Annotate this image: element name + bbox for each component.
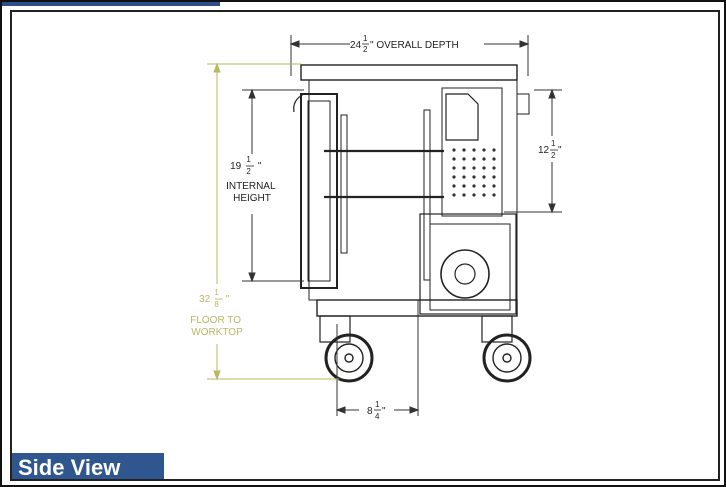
grille-dot: [482, 157, 486, 161]
grille-dot: [482, 193, 486, 197]
evaporator-coil: [445, 93, 479, 141]
worktop-height-dimension: [207, 62, 339, 381]
grille-dot: [492, 175, 496, 179]
caster-mount-front: [319, 315, 351, 343]
side-view-drawing: 24 1 2 " OVERALL DEPTH 19 1 2 " INTERNAL…: [190, 33, 562, 422]
caster-wheel-front: [324, 333, 374, 383]
internal-height-label: 19 1 2 " INTERNAL HEIGHT: [226, 154, 278, 204]
bottom-dimension-label: 8 1 4 ": [367, 399, 386, 422]
shelf-standard-rear: [423, 109, 431, 281]
grille-dot: [492, 148, 496, 152]
worktop-height-label: 32 1 8 " FLOOR TO WORKTOP: [190, 287, 244, 338]
evaporator-housing: [441, 87, 503, 217]
view-label: Side View: [12, 453, 164, 479]
grille-dot: [452, 193, 456, 197]
cabinet-body: [308, 79, 518, 301]
grille-dot: [492, 184, 496, 188]
grille-dot: [472, 166, 476, 170]
header-accent-tab: [2, 2, 220, 6]
door: [300, 93, 338, 289]
grille-dot: [452, 184, 456, 188]
shelf-standard-front: [340, 114, 348, 254]
drawing-panel: 24 1 2 " OVERALL DEPTH 19 1 2 " INTERNAL…: [10, 10, 720, 481]
grille-dot: [482, 148, 486, 152]
grille-dot: [452, 157, 456, 161]
compressor-compartment: [419, 213, 517, 315]
grille-dot: [452, 175, 456, 179]
grille-dot: [492, 157, 496, 161]
grille-dot: [462, 157, 466, 161]
grille-dot: [492, 193, 496, 197]
door-glass: [307, 100, 331, 282]
grille-dot: [472, 148, 476, 152]
grille-dot: [462, 193, 466, 197]
compressor: [440, 249, 490, 299]
grille-dot: [472, 184, 476, 188]
grille-dot: [482, 184, 486, 188]
depth-dimension-label: 24 1 2 " OVERALL DEPTH: [350, 33, 459, 55]
grille-dot: [472, 193, 476, 197]
grille-dot: [492, 166, 496, 170]
door-hinge: [293, 93, 305, 113]
perforated-grille: [452, 148, 496, 197]
grille-dot: [482, 175, 486, 179]
compressor-core: [454, 263, 476, 285]
worktop: [300, 64, 518, 81]
grille-dot: [462, 148, 466, 152]
grille-dot: [482, 166, 486, 170]
grille-dot: [452, 166, 456, 170]
caster-mount-rear: [481, 315, 513, 343]
base-frame: [316, 299, 518, 317]
dimension-lines: [242, 35, 562, 416]
caster-wheel-rear: [482, 333, 532, 383]
grille-dot: [462, 175, 466, 179]
grille-dot: [472, 175, 476, 179]
grille-dot: [462, 166, 466, 170]
compressor-inner: [429, 223, 511, 311]
drain-pipe: [516, 93, 530, 115]
grille-dot: [472, 157, 476, 161]
right-dimension-label: 12 1 2 ": [538, 138, 562, 161]
grille-dot: [452, 148, 456, 152]
grille-dot: [462, 184, 466, 188]
